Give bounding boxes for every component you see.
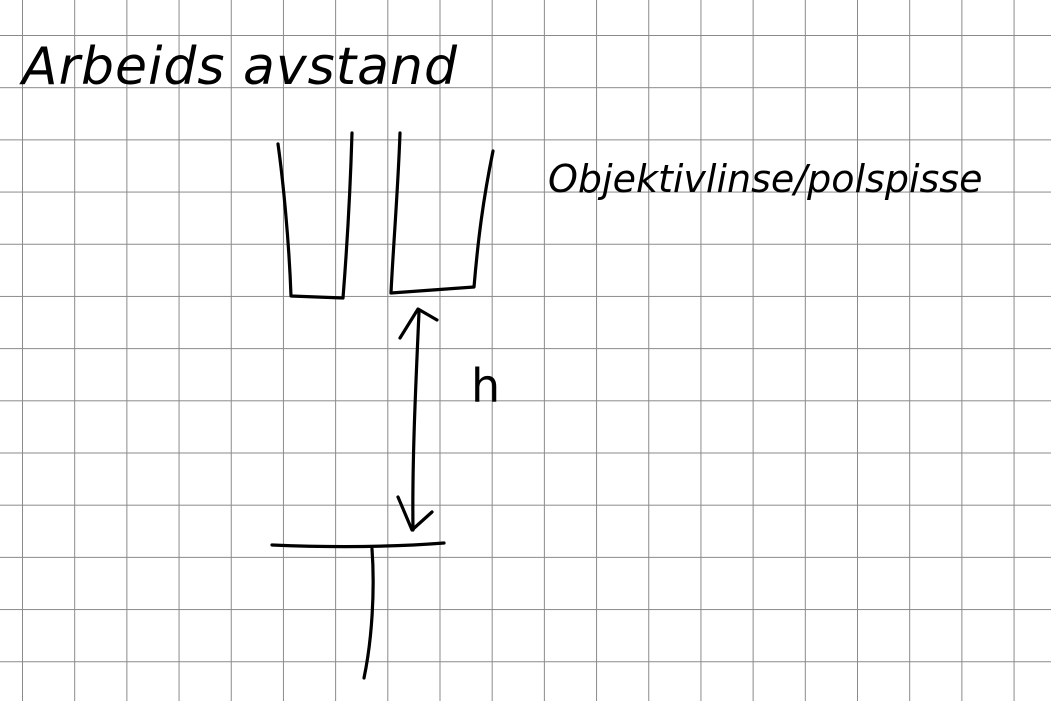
sample-stub-icon — [270, 541, 446, 680]
title-text: Arbeids avstand — [19, 37, 458, 97]
double-arrow-icon — [396, 307, 439, 532]
objective-lens-label: Objektivlinse/polspisse — [548, 157, 982, 201]
distance-symbol-h: h — [471, 359, 500, 413]
pole-piece-icon — [276, 131, 495, 300]
